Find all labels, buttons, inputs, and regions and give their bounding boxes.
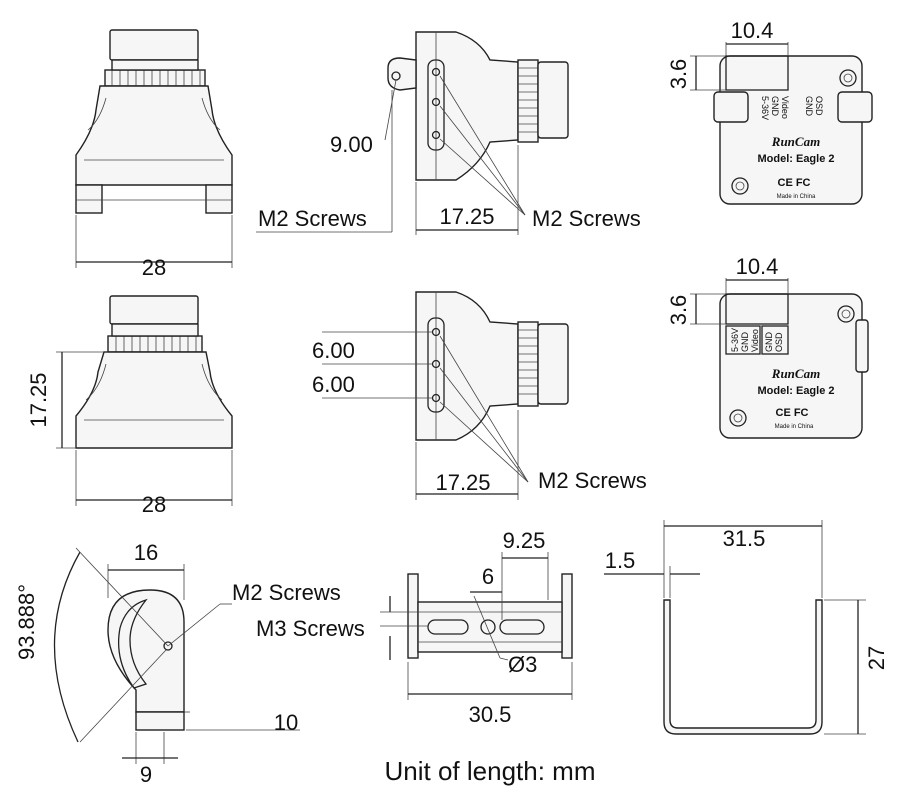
back-top-pins-osd: OSD <box>814 96 824 116</box>
side-view-top: 9.00 M2 Screws 17.25 M2 Screws <box>256 31 641 235</box>
back-top-model: Model: Eagle 2 <box>757 153 834 165</box>
flat-slot-offset-label: 6 <box>482 564 494 589</box>
back-bottom-pins-gnd2: GND <box>764 332 774 353</box>
bracket-angle-label: 93.888° <box>14 584 39 660</box>
unit-note: Unit of length: mm <box>385 756 596 786</box>
front-bottom-height-label: 17.25 <box>26 372 51 427</box>
bracket-side-view: 93.888° 16 M2 Screws 10 9 <box>14 540 341 787</box>
bracket-height-label: 10 <box>274 710 298 735</box>
u-height-label: 27 <box>864 646 889 670</box>
back-top-height-label: 3.6 <box>666 59 691 90</box>
back-bottom-height-label: 3.6 <box>666 295 691 326</box>
back-top-made-in: Made in China <box>777 194 816 200</box>
side-view-bottom: 6.00 6.00 17.25 M2 Screws <box>312 291 647 500</box>
side-bottom-spacing1-label: 6.00 <box>312 338 355 363</box>
side-top-depth-label: 17.25 <box>439 204 494 229</box>
back-bottom-made-in: Made in China <box>775 424 814 430</box>
front-bottom-width-label: 28 <box>142 492 166 517</box>
front-top-width-label: 28 <box>142 255 166 280</box>
back-top-pins-video: Video <box>780 96 790 119</box>
back-bottom-pins-col1: 5-36V <box>730 328 740 352</box>
side-top-hole-label: 9.00 <box>330 132 373 157</box>
back-bottom-width-label: 10.4 <box>736 254 779 279</box>
back-bottom-pins-gnd: GND <box>740 332 750 353</box>
flat-m3-screws-label: M3 Screws <box>256 616 365 641</box>
back-view-top: 5-36V GND Video GND OSD RunCam Model: Ea… <box>666 18 873 205</box>
bracket-foot-label: 9 <box>140 762 152 787</box>
front-view-bottom: 17.25 28 <box>26 295 233 517</box>
bracket-u-view: 1.5 31.5 27 <box>604 520 889 735</box>
bracket-m2-screws-label: M2 Screws <box>232 580 341 605</box>
side-top-screws-right-label: M2 Screws <box>532 206 641 231</box>
back-top-brand-logo: RunCam <box>771 134 820 149</box>
flat-length-label: 30.5 <box>469 702 512 727</box>
back-bottom-brand-logo: RunCam <box>771 366 820 381</box>
back-top-width-label: 10.4 <box>731 18 774 43</box>
side-bottom-spacing2-label: 6.00 <box>312 372 355 397</box>
back-bottom-model: Model: Eagle 2 <box>757 385 834 397</box>
u-thickness-label: 1.5 <box>605 548 636 573</box>
bracket-flat-view: 9.25 6 M3 Screws Ø3 30.5 <box>256 528 573 727</box>
bracket-width-label: 16 <box>134 540 158 565</box>
back-top-pins-col1: 5-36V <box>760 96 770 120</box>
flat-hole-spacing-label: 9.25 <box>503 528 546 553</box>
side-bottom-screws-label: M2 Screws <box>538 468 647 493</box>
side-bottom-depth-label: 17.25 <box>435 470 490 495</box>
back-bottom-cert: CE FC <box>776 407 809 419</box>
flat-hole-diameter-label: Ø3 <box>508 652 537 677</box>
side-top-screws-left-label: M2 Screws <box>258 206 367 231</box>
back-top-pins-gnd2: GND <box>804 96 814 117</box>
back-bottom-pins-osd: OSD <box>774 332 784 352</box>
u-width-label: 31.5 <box>723 526 766 551</box>
back-bottom-pins-video: Video <box>750 329 760 352</box>
back-top-pins-gnd: GND <box>770 96 780 117</box>
front-view-top: 28 <box>75 29 233 280</box>
back-top-cert: CE FC <box>778 177 811 189</box>
back-view-bottom: 5-36V GND Video GND OSD RunCam Model: Ea… <box>666 254 869 439</box>
